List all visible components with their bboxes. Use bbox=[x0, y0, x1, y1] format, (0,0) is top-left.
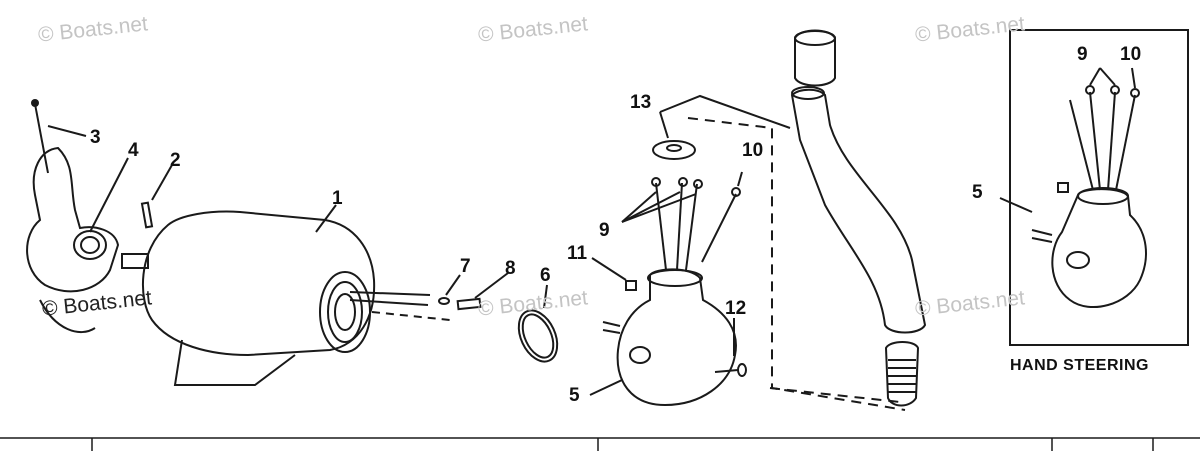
assembly-lines bbox=[687, 117, 906, 411]
part-9-10-cables bbox=[621, 171, 743, 271]
part-3-bolt bbox=[31, 99, 87, 174]
part-5-housing bbox=[589, 268, 737, 407]
inset-callout-9: 9 bbox=[1077, 44, 1088, 65]
callout-13: 13 bbox=[630, 92, 652, 113]
callout-4: 4 bbox=[128, 140, 139, 161]
inset-callout-5: 5 bbox=[972, 182, 983, 203]
part-2-pin bbox=[140, 164, 173, 229]
inset-callout-10: 10 bbox=[1120, 44, 1142, 65]
hand-steering-inset bbox=[999, 29, 1189, 346]
bottom-table-rule bbox=[0, 437, 1200, 451]
part-11-12-fasteners bbox=[591, 257, 747, 377]
part-4-bracket bbox=[26, 146, 129, 333]
part-1-motor bbox=[121, 204, 451, 386]
callout-10: 10 bbox=[742, 140, 764, 161]
callout-8: 8 bbox=[505, 258, 516, 279]
callout-2: 2 bbox=[170, 150, 181, 171]
callout-7: 7 bbox=[460, 256, 471, 277]
callout-1: 1 bbox=[332, 188, 343, 209]
callout-11: 11 bbox=[567, 243, 588, 264]
callout-6: 6 bbox=[540, 265, 551, 286]
callout-3: 3 bbox=[90, 127, 101, 148]
part-13-washer bbox=[652, 94, 791, 160]
callout-9: 9 bbox=[599, 220, 610, 241]
inset-caption: HAND STEERING bbox=[1010, 357, 1149, 374]
part-7-8-pins bbox=[438, 272, 509, 311]
callout-5: 5 bbox=[569, 385, 580, 406]
tiller-tube bbox=[790, 29, 927, 407]
callout-12: 12 bbox=[725, 298, 747, 319]
part-6-o-ring bbox=[517, 284, 559, 363]
